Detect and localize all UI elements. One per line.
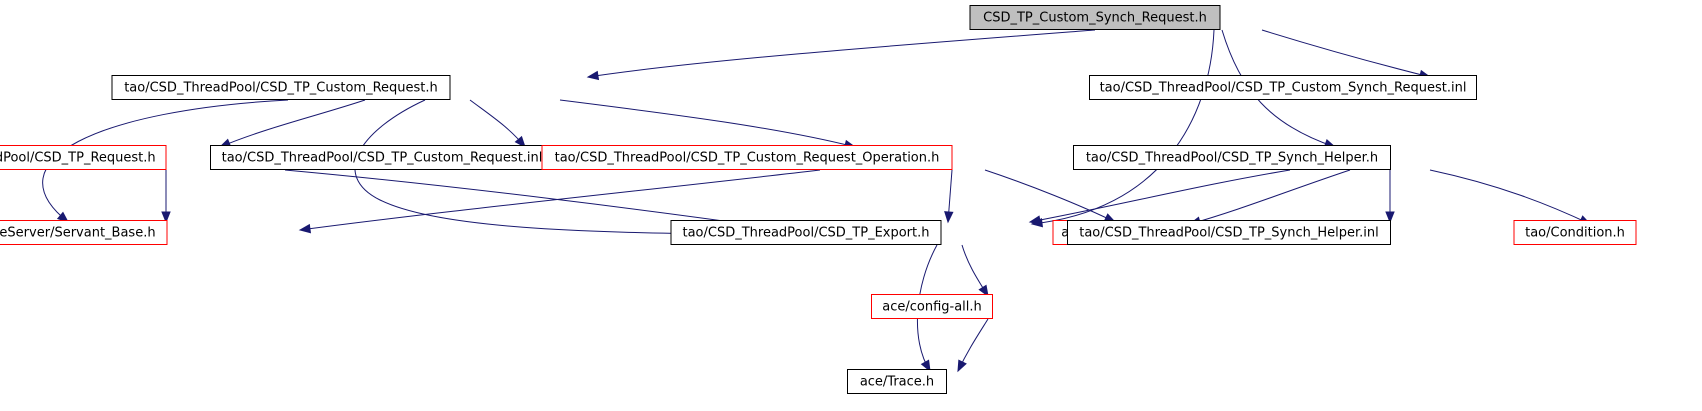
node-box[interactable] bbox=[871, 294, 993, 319]
node-tao-condition[interactable]: tao/Condition.h bbox=[1513, 220, 1637, 245]
edge-line bbox=[1221, 29, 1336, 148]
node-servant-base[interactable]: tao/PortableServer/Servant_Base.h bbox=[0, 220, 168, 245]
node-box[interactable] bbox=[0, 220, 168, 245]
edge-synch_helper-to-synch_helper_inl bbox=[1385, 170, 1395, 224]
arrowhead bbox=[1385, 211, 1395, 224]
edge-line bbox=[1429, 169, 1591, 225]
node-root[interactable]: CSD_TP_Custom_Synch_Request.h bbox=[969, 5, 1221, 30]
node-label: tao/CSD_ThreadPool/CSD_TP_Export.h bbox=[682, 226, 929, 241]
edge-line bbox=[1189, 169, 1351, 225]
edge-tp_export-to-config_all bbox=[961, 244, 989, 298]
node-synch-request-inl[interactable]: tao/CSD_ThreadPool/CSD_TP_Custom_Synch_R… bbox=[1089, 75, 1477, 100]
node-tp-export[interactable]: tao/CSD_ThreadPool/CSD_TP_Export.h bbox=[670, 220, 942, 245]
edge-synch_helper-to-ace_synch bbox=[1188, 169, 1351, 226]
edge-root-to-synch_request_inl bbox=[1261, 29, 1432, 80]
node-custom-request-op[interactable]: tao/CSD_ThreadPool/CSD_TP_Custom_Request… bbox=[541, 145, 953, 170]
node-synch-helper[interactable]: tao/CSD_ThreadPool/CSD_TP_Synch_Helper.h bbox=[1073, 145, 1391, 170]
node-config-all[interactable]: ace/config-all.h bbox=[871, 294, 993, 319]
edge-synch_helper-to-tp_export bbox=[1028, 169, 1291, 225]
edge-custom_request_op-to-servant_base bbox=[298, 169, 821, 234]
nodes-layer: CSD_TP_Custom_Synch_Request.h tao/CSD_Thr… bbox=[0, 5, 1637, 394]
edge-synch_helper-to-tao_condition bbox=[1429, 169, 1592, 225]
edge-custom_request_op-to-ace_synch bbox=[984, 169, 1117, 223]
node-box[interactable] bbox=[1513, 220, 1637, 245]
edge-custom_request-to-custom_request_inl bbox=[469, 99, 526, 149]
node-label: tao/CSD_ThreadPool/CSD_TP_Synch_Helper.h bbox=[1086, 151, 1378, 166]
node-tp-request[interactable]: tao/CSD_ThreadPool/CSD_TP_Request.h bbox=[0, 145, 167, 170]
node-synch-helper-inl[interactable]: tao/CSD_ThreadPool/CSD_TP_Synch_Helper.i… bbox=[1067, 220, 1391, 245]
edge-line bbox=[469, 99, 526, 148]
node-box[interactable] bbox=[0, 145, 167, 170]
edge-line bbox=[42, 99, 289, 223]
node-label: tao/CSD_ThreadPool/CSD_TP_Request.h bbox=[0, 151, 156, 166]
node-box[interactable] bbox=[210, 145, 554, 170]
arrowhead bbox=[920, 359, 931, 373]
node-label: tao/PortableServer/Servant_Base.h bbox=[0, 226, 156, 241]
node-ace-trace[interactable]: ace/Trace.h bbox=[847, 369, 947, 394]
edge-line bbox=[219, 99, 366, 148]
node-box[interactable] bbox=[1089, 75, 1477, 100]
edge-custom_request_op-to-tp_export bbox=[944, 169, 954, 224]
node-label: CSD_TP_Custom_Synch_Request.h bbox=[983, 11, 1207, 26]
node-box[interactable] bbox=[541, 145, 953, 170]
node-label: ace/Trace.h bbox=[860, 375, 934, 390]
arrowhead bbox=[586, 70, 600, 81]
arrowhead bbox=[514, 135, 526, 149]
edge-line bbox=[984, 169, 1116, 223]
node-label: tao/CSD_ThreadPool/CSD_TP_Custom_Request… bbox=[222, 151, 543, 166]
edge-line bbox=[1261, 29, 1431, 78]
edge-config_all-to-ace_trace bbox=[957, 318, 989, 373]
edge-custom_request-to-custom_request_op bbox=[559, 99, 857, 150]
node-box[interactable] bbox=[969, 5, 1221, 30]
edge-custom_request-to-tp_request bbox=[218, 99, 366, 148]
node-label: ace/config-all.h bbox=[882, 300, 982, 315]
node-box[interactable] bbox=[670, 220, 942, 245]
node-box[interactable] bbox=[111, 75, 451, 100]
node-custom-request-inl[interactable]: tao/CSD_ThreadPool/CSD_TP_Custom_Request… bbox=[210, 145, 554, 170]
node-label: tao/CSD_ThreadPool/CSD_TP_Custom_Request… bbox=[555, 151, 940, 166]
edge-line bbox=[1029, 169, 1291, 223]
node-label: tao/CSD_ThreadPool/CSD_TP_Custom_Request… bbox=[124, 81, 438, 96]
node-label: tao/CSD_ThreadPool/CSD_TP_Synch_Helper.i… bbox=[1079, 226, 1379, 241]
arrowhead bbox=[944, 211, 954, 224]
arrowhead bbox=[957, 359, 967, 373]
edge-line bbox=[299, 169, 821, 231]
node-box[interactable] bbox=[1073, 145, 1391, 170]
node-label: tao/Condition.h bbox=[1525, 226, 1625, 241]
arrowhead bbox=[161, 211, 171, 224]
arrowhead bbox=[1028, 215, 1042, 225]
node-box[interactable] bbox=[1067, 220, 1391, 245]
arrowhead bbox=[298, 223, 312, 234]
edge-line bbox=[559, 99, 856, 148]
node-custom-request[interactable]: tao/CSD_ThreadPool/CSD_TP_Custom_Request… bbox=[111, 75, 451, 100]
node-label: tao/CSD_ThreadPool/CSD_TP_Custom_Synch_R… bbox=[1100, 81, 1467, 96]
node-box[interactable] bbox=[847, 369, 947, 394]
arrowhead bbox=[978, 284, 989, 298]
edge-line bbox=[587, 29, 1096, 78]
edge-line bbox=[1031, 29, 1215, 225]
edge-tp_request-to-servant_base bbox=[161, 170, 171, 224]
edge-root-to-custom_request bbox=[586, 29, 1096, 81]
